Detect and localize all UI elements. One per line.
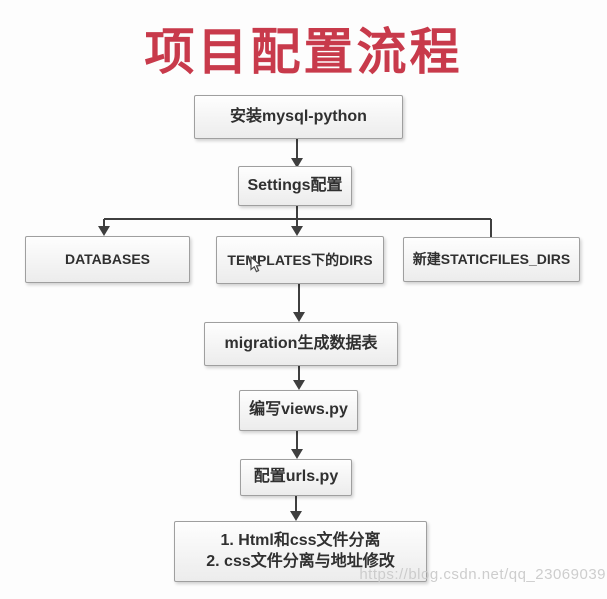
flow-node-install: 安装mysql-python — [194, 95, 403, 139]
flow-node-views: 编写views.py — [239, 390, 358, 431]
flow-node-final-step1: 1. Html和css文件分离 — [220, 531, 381, 549]
flow-node-migration-label: migration生成数据表 — [224, 334, 378, 352]
mouse-cursor-icon — [250, 255, 264, 279]
flow-node-databases-label: DATABASES — [64, 251, 151, 268]
flow-node-staticfiles-label: 新建STATICFILES_DIRS — [412, 251, 571, 268]
flow-node-urls: 配置urls.py — [240, 459, 352, 496]
page-title: 项目配置流程 — [144, 24, 463, 80]
flow-node-templates: TEMPLATES下的DIRS — [216, 236, 384, 284]
watermark-text: https://blog.csdn.net/qq_23069039 — [359, 566, 606, 583]
flow-node-final: 1. Html和css文件分离 2. css文件分离与地址修改 — [174, 521, 427, 582]
flow-node-urls-label: 配置urls.py — [253, 468, 339, 486]
flow-node-migration: migration生成数据表 — [204, 322, 398, 366]
arrowhead-urls — [291, 449, 303, 459]
flow-node-templates-label: TEMPLATES下的DIRS — [227, 251, 373, 268]
arrowhead-views — [293, 380, 305, 390]
arrowhead-migration — [293, 312, 305, 322]
arrowhead-databases — [98, 226, 110, 236]
arrowhead-final — [290, 511, 302, 521]
arrowhead-templates — [291, 226, 303, 236]
arrowhead-settings — [291, 158, 303, 168]
flow-node-staticfiles: 新建STATICFILES_DIRS — [403, 237, 580, 282]
flow-node-databases: DATABASES — [25, 236, 190, 283]
flow-node-final-step2: 2. css文件分离与地址修改 — [206, 552, 395, 570]
flow-node-settings: Settings配置 — [238, 166, 352, 206]
flow-node-install-label: 安装mysql-python — [230, 107, 367, 125]
flow-node-views-label: 编写views.py — [249, 401, 348, 419]
flow-node-settings-label: Settings配置 — [247, 176, 343, 194]
